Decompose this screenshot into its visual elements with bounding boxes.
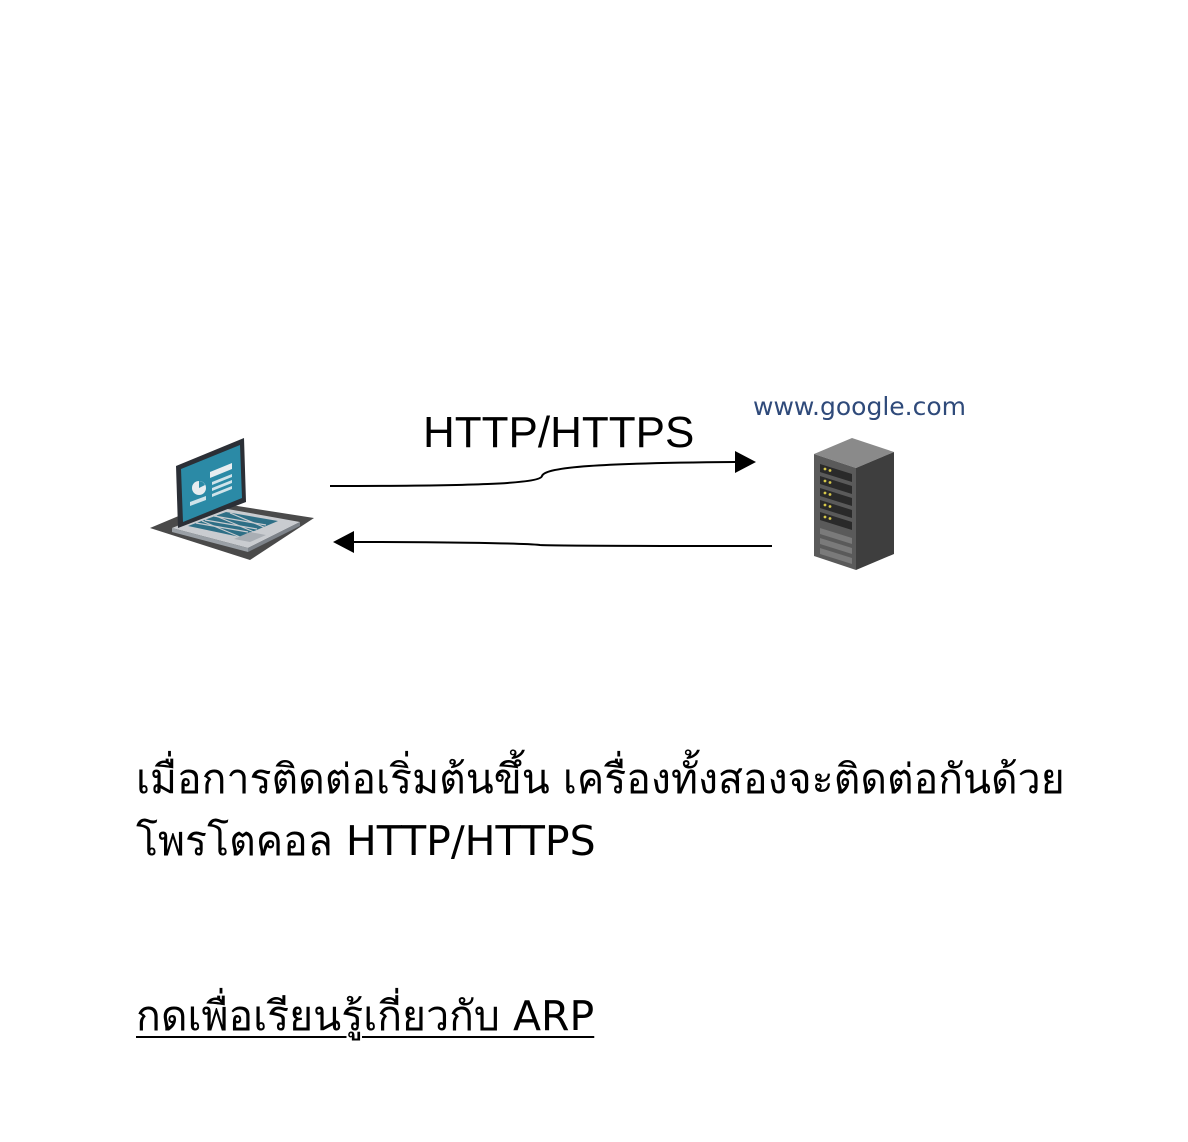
laptop-icon: [150, 438, 314, 560]
response-arrow: [353, 541, 773, 547]
learn-arp-link[interactable]: กดเพื่อเรียนรู้เกี่ยวกับ ARP: [136, 992, 595, 1040]
request-arrowhead: [735, 451, 756, 473]
network-diagram: HTTP/HTTPS www.google.com: [150, 392, 966, 570]
server-rack-icon: [814, 438, 894, 570]
description-text: เมื่อการติดต่อเริ่มต้นขึ้น เครื่องทั้งสอ…: [136, 755, 1065, 865]
connection-arrows: [329, 451, 773, 553]
protocol-label: HTTP/HTTPS: [423, 408, 695, 457]
response-arrowhead: [333, 531, 354, 553]
request-arrow: [329, 461, 736, 487]
server-host-label: www.google.com: [753, 392, 966, 421]
